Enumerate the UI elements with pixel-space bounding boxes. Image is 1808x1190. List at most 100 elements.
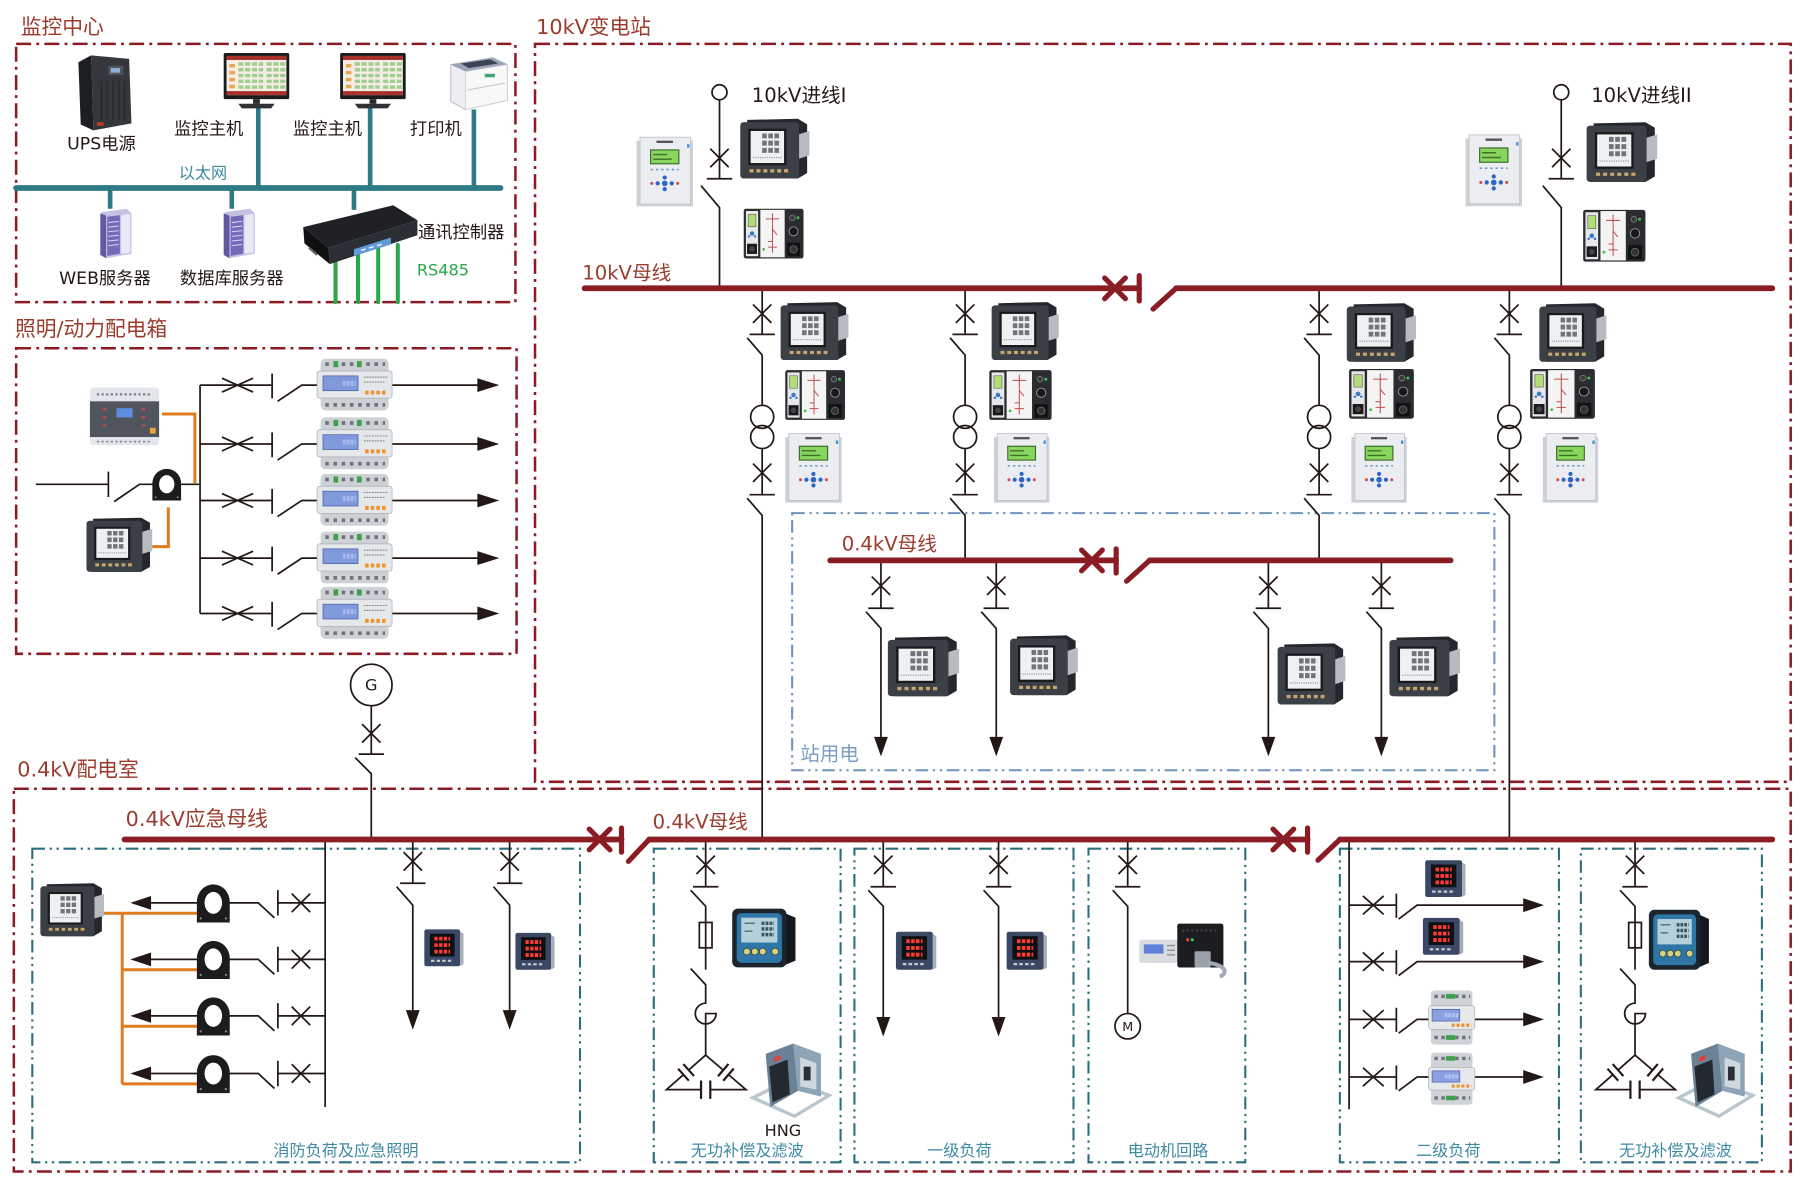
group-frame-primary-load	[853, 847, 1075, 1164]
breaker-x-icon	[871, 575, 891, 596]
feeder-relay-icon	[784, 432, 843, 504]
lighting-box-circuit	[35, 373, 500, 631]
fire-load-branch	[130, 1060, 326, 1090]
breaker-x-icon	[955, 462, 975, 483]
load-arrow-icon	[1261, 736, 1276, 757]
monitor-host-2-label: 监控主机	[293, 119, 362, 139]
bus-tie-x-icon	[586, 826, 613, 853]
incoming-terminal-icon	[711, 83, 728, 101]
bus-tie-blade	[1315, 836, 1343, 863]
breaker-x-icon	[1309, 303, 1329, 324]
breaker-x-icon	[1371, 575, 1392, 596]
breaker-x-icon	[1362, 951, 1385, 972]
lighting-box-title: 照明/动力配电箱	[15, 317, 167, 341]
transformer-feeder	[949, 288, 978, 561]
feeder-line	[690, 839, 719, 1056]
lighting-branch	[200, 373, 500, 403]
incoming-1-label: 10kV进线I	[752, 84, 847, 107]
feeder-line	[1252, 560, 1282, 738]
feeder-controller-icon	[988, 369, 1053, 421]
incoming-2-controller-icon	[1582, 209, 1647, 263]
load-arrow-icon	[1523, 1012, 1544, 1027]
feeder-line	[982, 839, 1012, 1019]
web-server-label: WEB服务器	[59, 269, 151, 289]
primary-load-meter-icon	[1007, 932, 1047, 970]
residual-ct-icon	[196, 884, 230, 923]
breaker-x-icon	[695, 854, 716, 875]
breaker-x-icon	[709, 148, 730, 168]
residual-current-monitor-icon	[40, 883, 104, 936]
primary-load-feeder	[982, 839, 1012, 1037]
reactive-compensation-circuit	[1593, 839, 1678, 1099]
breaker-x-icon	[1625, 854, 1645, 875]
generator-circuit	[349, 663, 393, 840]
branch-rail-meter-icon	[317, 587, 392, 639]
feeder-controller-icon	[784, 369, 846, 421]
feeder-meter-icon	[1347, 303, 1416, 362]
db-server-label: 数据库服务器	[180, 269, 284, 289]
breaker-x-icon	[1362, 1067, 1385, 1087]
group-label-secondary-load: 二级负荷	[1416, 1141, 1480, 1160]
load-arrow-icon	[1523, 1070, 1544, 1084]
fire-load-branch	[130, 890, 326, 919]
station-bus-label: 0.4kV母线	[842, 533, 937, 556]
bus-tie-blade	[625, 836, 652, 864]
emergency-feeder	[492, 839, 523, 1030]
incoming-line-2-circuit	[1542, 83, 1574, 289]
transformer-feeder	[1303, 288, 1332, 561]
comm-controller-icon	[302, 204, 419, 266]
fuse-icon	[1627, 921, 1643, 949]
harmonic-filter-device-icon	[1677, 1041, 1755, 1118]
load-arrow-icon	[130, 952, 152, 967]
breaker-x-icon	[221, 492, 254, 509]
load-arrow-icon	[477, 551, 500, 566]
feeder-relay-icon	[1541, 432, 1599, 504]
transformer-winding-icon	[1306, 404, 1332, 430]
ups-label: UPS电源	[67, 134, 136, 154]
branch-rail-meter-icon	[317, 359, 392, 411]
lighting-ct-icon	[152, 468, 182, 501]
lighting-box-frame	[14, 346, 518, 656]
secondary-load-rail-meter-icon	[1429, 991, 1475, 1045]
primary-load-meter-icon	[896, 932, 936, 970]
printer-label: 打印机	[410, 119, 462, 139]
branch-rail-meter-icon	[317, 532, 392, 584]
lighting-branch	[200, 601, 500, 631]
capacitor-plate-icon	[1606, 1063, 1664, 1099]
transformer-winding-icon	[952, 404, 978, 430]
station-use-label: 站用电	[800, 742, 859, 765]
feeder-line	[1303, 288, 1332, 406]
breaker-x-icon	[221, 550, 254, 566]
incoming-2-meter-icon	[1587, 122, 1658, 182]
incoming-1-meter-icon	[740, 119, 809, 179]
incoming-1-relay-icon	[635, 136, 694, 208]
breaker-x-icon	[291, 1006, 311, 1026]
distribution-room-frame	[12, 787, 1792, 1173]
emergency-bus-label: 0.4kV应急母线	[126, 807, 268, 831]
motor-circuit	[1112, 839, 1142, 1040]
incoming-line-1-circuit	[700, 83, 733, 289]
ethernet-label: 以太网	[179, 164, 227, 183]
group-label-reactive-1: 无功补偿及滤波	[691, 1141, 804, 1160]
main-bus-label: 0.4kV母线	[653, 810, 748, 833]
residual-ct-icon	[196, 940, 230, 979]
station-use-frame	[791, 512, 1496, 772]
bus-tie-x-icon	[1078, 547, 1105, 574]
feeder-line	[865, 560, 894, 738]
feeder-line	[746, 288, 775, 406]
bus-10kv-label: 10kV母线	[582, 262, 671, 285]
comm-controller-label: 通讯控制器	[418, 223, 504, 243]
monitor-host-1-label: 监控主机	[174, 119, 243, 139]
breaker-x-icon	[1117, 854, 1138, 875]
feeder-meter-icon	[1539, 303, 1606, 362]
fire-load-branch	[130, 946, 326, 975]
group-label-primary-load: 一级负荷	[927, 1141, 992, 1160]
transformer-winding-icon	[1496, 404, 1522, 430]
fuse-icon	[698, 921, 713, 949]
breaker-x-icon	[955, 303, 975, 324]
single-line-wiring	[13, 83, 1776, 1110]
web-server-icon	[99, 208, 133, 259]
monitoring-center-title: 监控中心	[21, 15, 104, 39]
secondary-load-circuit	[1348, 839, 1544, 1110]
breaker-x-icon	[1499, 462, 1520, 483]
